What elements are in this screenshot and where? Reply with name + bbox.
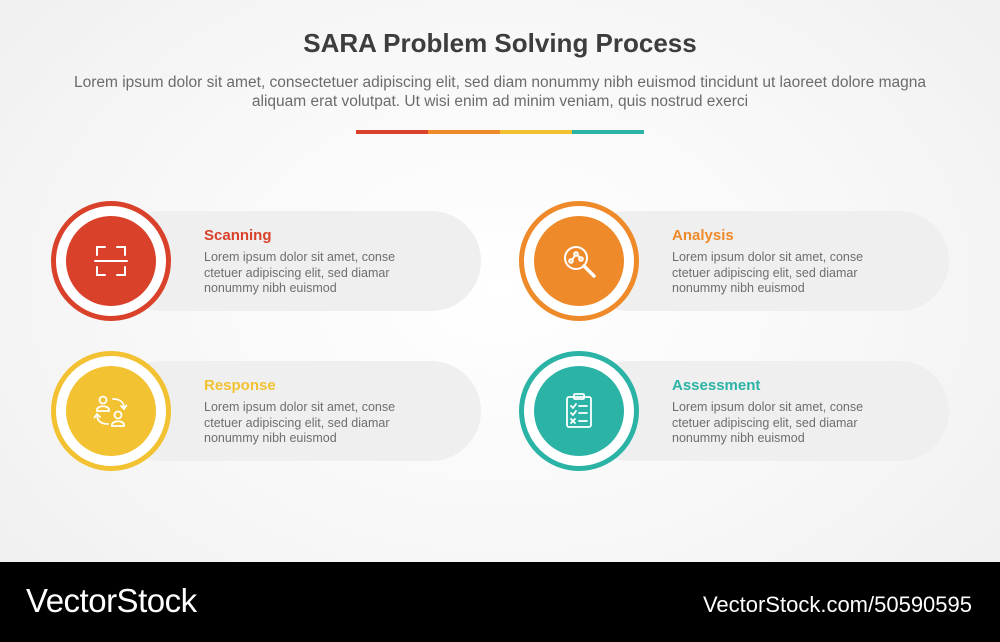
step-disc <box>534 216 624 306</box>
step-description: Lorem ipsum dolor sit amet, conse ctetue… <box>204 400 396 445</box>
magnifier-analysis-icon <box>564 246 596 278</box>
step-ring <box>519 201 639 321</box>
step-disc <box>534 366 624 456</box>
step-description: Lorem ipsum dolor sit amet, conse ctetue… <box>204 250 396 295</box>
step-card-response: Response Lorem ipsum dolor sit amet, con… <box>51 351 481 471</box>
page-subtitle: Lorem ipsum dolor sit amet, consectetuer… <box>73 74 927 110</box>
people-exchange-icon <box>93 395 128 427</box>
step-disc <box>66 366 156 456</box>
step-title: Assessment <box>672 377 761 394</box>
page-title: SARA Problem Solving Process <box>303 28 697 58</box>
clipboard-checklist-icon <box>566 393 592 428</box>
divider-segment-3 <box>500 130 572 134</box>
step-disc <box>66 216 156 306</box>
divider-segment-1 <box>356 130 428 134</box>
step-ring <box>51 201 171 321</box>
step-pill-background <box>111 361 481 461</box>
color-divider <box>356 130 644 134</box>
divider-segment-4 <box>572 130 644 134</box>
footer-bar: VectorStock VectorStock.com/50590595 <box>0 562 1000 642</box>
image-id-text: VectorStock.com/50590595 <box>702 592 972 617</box>
step-pill-background <box>579 211 949 311</box>
step-description: Lorem ipsum dolor sit amet, conse ctetue… <box>672 400 864 445</box>
step-pill-background <box>579 361 949 461</box>
scan-frame-icon <box>94 246 128 276</box>
step-title: Response <box>204 377 276 394</box>
step-ring <box>51 351 171 471</box>
step-ring <box>519 351 639 471</box>
step-pill-background <box>111 211 481 311</box>
brand-logo-text: VectorStock <box>26 582 197 619</box>
step-card-scanning: Scanning Lorem ipsum dolor sit amet, con… <box>51 201 481 321</box>
step-card-analysis: Analysis Lorem ipsum dolor sit amet, con… <box>519 201 949 321</box>
step-title: Scanning <box>204 227 272 244</box>
divider-segment-2 <box>428 130 500 134</box>
step-title: Analysis <box>672 227 734 244</box>
step-description: Lorem ipsum dolor sit amet, conse ctetue… <box>672 250 864 295</box>
step-card-assessment: Assessment Lorem ipsum dolor sit amet, c… <box>519 351 949 471</box>
